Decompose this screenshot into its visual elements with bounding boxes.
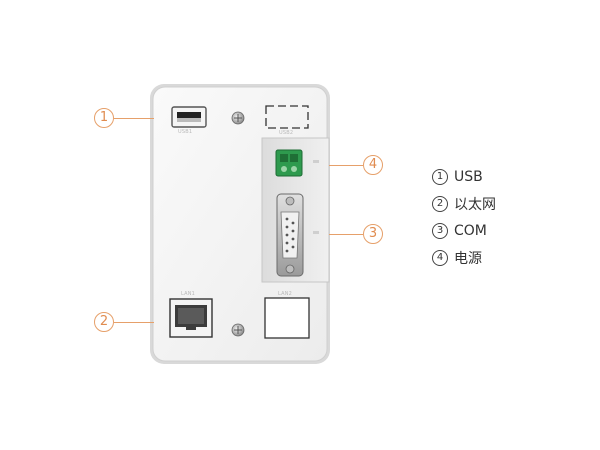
legend-label: COM xyxy=(454,222,487,239)
callout-4-badge: 4 xyxy=(363,155,383,175)
legend-item-ethernet: 2 以太网 xyxy=(432,190,496,217)
lan1-port xyxy=(169,298,213,338)
com-connector xyxy=(276,193,304,277)
legend-num: 4 xyxy=(432,249,448,266)
lan2-placeholder xyxy=(264,297,310,339)
legend-item-com: 3 COM xyxy=(432,217,496,244)
legend-num: 1 xyxy=(432,168,448,185)
legend-num: 2 xyxy=(432,195,448,212)
power-marker xyxy=(313,160,319,163)
screw-top xyxy=(231,111,245,125)
screw-bottom xyxy=(231,323,245,337)
legend-item-usb: 1 USB xyxy=(432,163,496,190)
legend: 1 USB 2 以太网 3 COM 4 电源 xyxy=(432,163,496,271)
legend-label: 电源 xyxy=(454,250,482,267)
callout-4-leader xyxy=(329,165,363,166)
usb2-placeholder xyxy=(265,105,309,129)
callout-2-badge: 2 xyxy=(94,312,114,332)
legend-item-power: 4 电源 xyxy=(432,244,496,271)
com-marker xyxy=(313,231,319,234)
usb-port-caption: USB1 xyxy=(178,129,193,135)
legend-num: 3 xyxy=(432,222,448,239)
callout-1-badge: 1 xyxy=(94,108,114,128)
lan2-port-caption: LAN2 xyxy=(278,291,293,297)
usb-port xyxy=(171,106,207,128)
callout-3-leader xyxy=(329,234,363,235)
lan1-port-caption: LAN1 xyxy=(181,291,196,297)
power-terminal xyxy=(275,149,303,177)
usb2-port-caption: USB2 xyxy=(279,130,294,136)
callout-3-badge: 3 xyxy=(363,224,383,244)
callout-1-leader xyxy=(114,118,154,119)
legend-label: USB xyxy=(454,168,483,185)
callout-2-leader xyxy=(114,322,154,323)
legend-label: 以太网 xyxy=(454,196,496,213)
